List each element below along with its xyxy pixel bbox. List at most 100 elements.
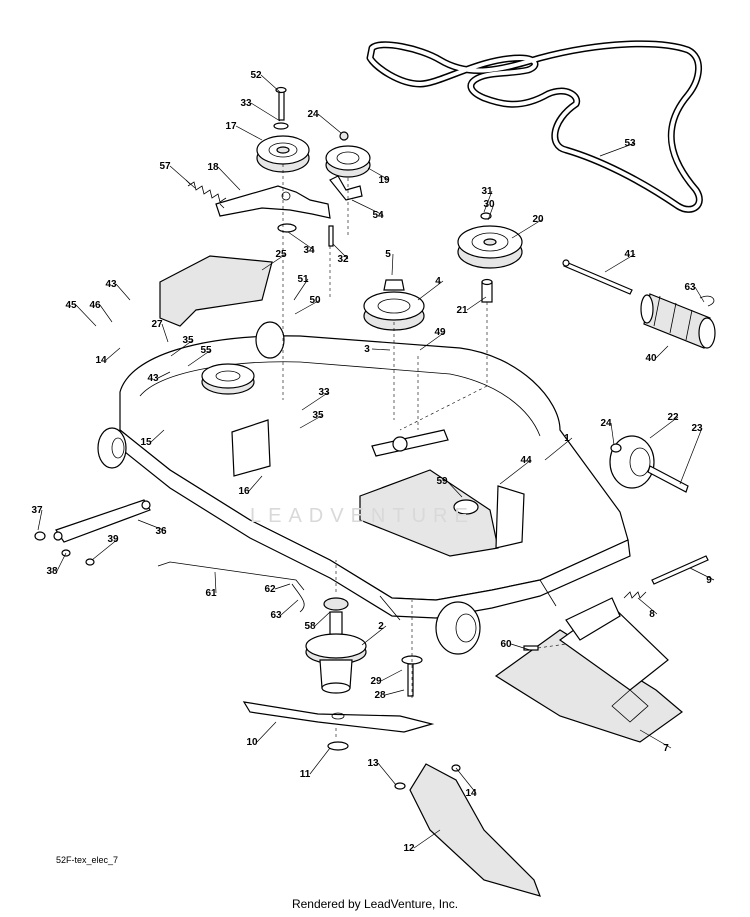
rod-9 [651, 555, 709, 585]
callout-leader-39 [91, 538, 119, 561]
watermark-text: LEADVENTURE [250, 505, 475, 527]
rod-41 [562, 259, 633, 295]
callout-label-11: 11 [300, 769, 311, 780]
callout-label-39: 39 [107, 534, 119, 545]
callout-label-33: 33 [318, 387, 330, 398]
callout-leader-55 [187, 349, 212, 367]
callout-leader-18 [217, 166, 241, 191]
deck-wheel-left-rear [255, 321, 285, 359]
callout-leader-43 [115, 283, 131, 301]
callout-label-44: 44 [520, 455, 532, 466]
callout-leader-33 [301, 391, 330, 411]
bearing-58 [323, 597, 349, 611]
callout-label-10: 10 [246, 737, 258, 748]
callout-leader-1 [544, 437, 573, 461]
callout-label-57: 57 [159, 161, 171, 172]
callout-leader-46 [99, 304, 113, 323]
callout-label-50: 50 [309, 295, 321, 306]
callout-label-37: 37 [31, 505, 43, 516]
callout-leader-9 [689, 567, 715, 581]
callout-leader-32 [332, 243, 349, 260]
washer-11 [327, 741, 349, 751]
callout-label-17: 17 [225, 121, 237, 132]
idler-link [371, 429, 449, 457]
callout-label-43: 43 [105, 279, 117, 290]
washer-34 [277, 223, 297, 233]
callout-leader-7 [639, 729, 672, 749]
callout-label-7: 7 [663, 743, 669, 754]
callout-leader-61 [214, 571, 217, 594]
callout-label-4: 4 [435, 276, 441, 287]
callout-label-34: 34 [303, 245, 315, 256]
callout-leader-53 [599, 142, 636, 157]
callout-leader-20 [511, 218, 544, 239]
callout-leader-28 [384, 689, 405, 696]
bracket-12 [394, 763, 541, 897]
callout-leader-43 [157, 371, 171, 379]
callout-leader-16 [248, 475, 263, 492]
callout-leader-35 [299, 414, 324, 429]
callout-label-60: 60 [500, 639, 512, 650]
callout-label-15: 15 [140, 437, 152, 448]
callout-label-62: 62 [264, 584, 276, 595]
callout-leader-11 [309, 747, 331, 775]
callout-label-5: 5 [385, 249, 391, 260]
callout-label-21: 21 [456, 305, 468, 316]
mower-deck-1 [119, 335, 631, 621]
callout-label-59: 59 [436, 476, 448, 487]
callout-label-20: 20 [532, 214, 544, 225]
idler-pulley-17 [256, 135, 310, 173]
callout-label-32: 32 [337, 254, 349, 265]
callout-leader-14 [105, 347, 121, 361]
callout-label-41: 41 [624, 249, 636, 260]
callout-leader-10 [256, 721, 277, 743]
belt-cover-25 [159, 255, 273, 327]
callout-leader-58 [314, 611, 331, 627]
bracket-44 [359, 469, 525, 557]
idler-arm-18 [215, 185, 331, 219]
callout-leader-22 [649, 416, 679, 439]
deck-wheel-front [435, 601, 481, 655]
callout-leader-52 [260, 74, 282, 94]
callout-label-9: 9 [706, 575, 712, 586]
callout-label-14: 14 [95, 355, 107, 366]
callout-leader-63 [280, 599, 299, 616]
callout-label-31: 31 [481, 186, 493, 197]
callout-label-33: 33 [240, 98, 252, 109]
callout-leader-45 [75, 304, 97, 327]
callout-leader-25 [261, 253, 287, 271]
callout-leader-33 [250, 102, 281, 122]
callout-label-16: 16 [238, 486, 250, 497]
roller-40 [640, 293, 716, 349]
callout-label-55: 55 [200, 345, 212, 356]
callout-leader-40 [655, 345, 669, 359]
callout-leader-14 [455, 767, 477, 794]
callout-leader-3 [371, 348, 391, 351]
diagram-code: 52F-tex_elec_7 [56, 855, 119, 865]
callout-label-30: 30 [483, 199, 495, 210]
callout-leader-62 [274, 583, 291, 590]
bracket-54 [329, 175, 363, 201]
idler-pulley-20 [457, 212, 523, 303]
callout-leader-4 [417, 280, 444, 301]
callout-leader-19 [367, 167, 390, 181]
callout-leader-57 [169, 165, 196, 189]
idler-pulley-19 [325, 131, 371, 178]
callout-label-3: 3 [364, 344, 370, 355]
callout-label-61: 61 [205, 588, 217, 599]
callout-leader-36 [137, 519, 167, 532]
callout-label-14: 14 [465, 788, 477, 799]
callout-label-2: 2 [378, 621, 384, 632]
callout-label-8: 8 [649, 609, 655, 620]
callout-leader-17 [235, 125, 263, 141]
callout-leader-60 [510, 643, 531, 651]
callout-leader-21 [466, 296, 487, 311]
deck-bracket-15 [231, 419, 271, 477]
callout-label-40: 40 [645, 353, 657, 364]
callout-leader-54 [351, 199, 384, 216]
alignment-lines [282, 164, 567, 740]
link-36 [34, 499, 151, 566]
callout-leader-50 [294, 299, 321, 315]
callout-leader-24 [610, 422, 615, 446]
